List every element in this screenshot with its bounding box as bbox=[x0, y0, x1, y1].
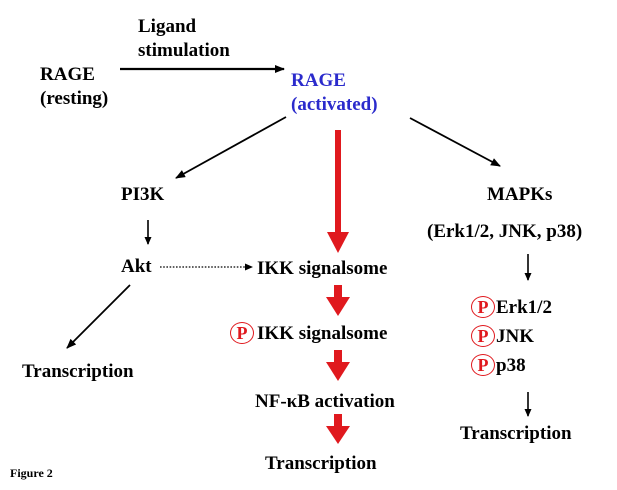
jnk-label: JNK bbox=[496, 326, 534, 347]
pi3k-label: PI3K bbox=[121, 184, 165, 205]
red-arrow-nfkb-to-transcription bbox=[326, 414, 350, 444]
red-arrow-rage-to-ikk bbox=[327, 130, 349, 253]
ikk-signalsome-phospho-label: IKK signalsome bbox=[257, 323, 388, 344]
red-arrow-phospho-ikk-to-nfkb bbox=[326, 350, 350, 381]
transcription-left-label: Transcription bbox=[22, 361, 134, 382]
erk-label: Erk1/2 bbox=[496, 297, 552, 318]
phosphorylation-badge: P bbox=[471, 296, 495, 318]
nfkb-activation-label: NF-κB activation bbox=[255, 391, 395, 412]
ligand-stimulation-label: Ligand stimulation bbox=[138, 16, 230, 61]
phosphorylation-badge: P bbox=[471, 325, 495, 347]
rage-activated-label: RAGE (activated) bbox=[291, 70, 378, 115]
mapks-label: MAPKs bbox=[487, 184, 553, 205]
mapks-members-label: (Erk1/2, JNK, p38) bbox=[427, 221, 583, 242]
phosphorylation-badge: P bbox=[471, 354, 495, 376]
transcription-center-label: Transcription bbox=[265, 453, 377, 474]
rage-resting-label: RAGE (resting) bbox=[40, 64, 109, 109]
arrow-rage-to-mapks bbox=[409, 117, 501, 167]
arrow-akt-to-transcription bbox=[66, 284, 131, 349]
arrow-rage-to-pi3k bbox=[175, 116, 287, 179]
red-arrow-ikk-to-phospho-ikk bbox=[326, 285, 350, 316]
phosphorylation-badge: P bbox=[230, 322, 254, 344]
figure-label: Figure 2 bbox=[10, 466, 53, 480]
akt-label: Akt bbox=[121, 256, 152, 277]
ikk-signalsome-label: IKK signalsome bbox=[257, 258, 388, 279]
p38-label: p38 bbox=[496, 355, 526, 376]
transcription-right-label: Transcription bbox=[460, 423, 572, 444]
